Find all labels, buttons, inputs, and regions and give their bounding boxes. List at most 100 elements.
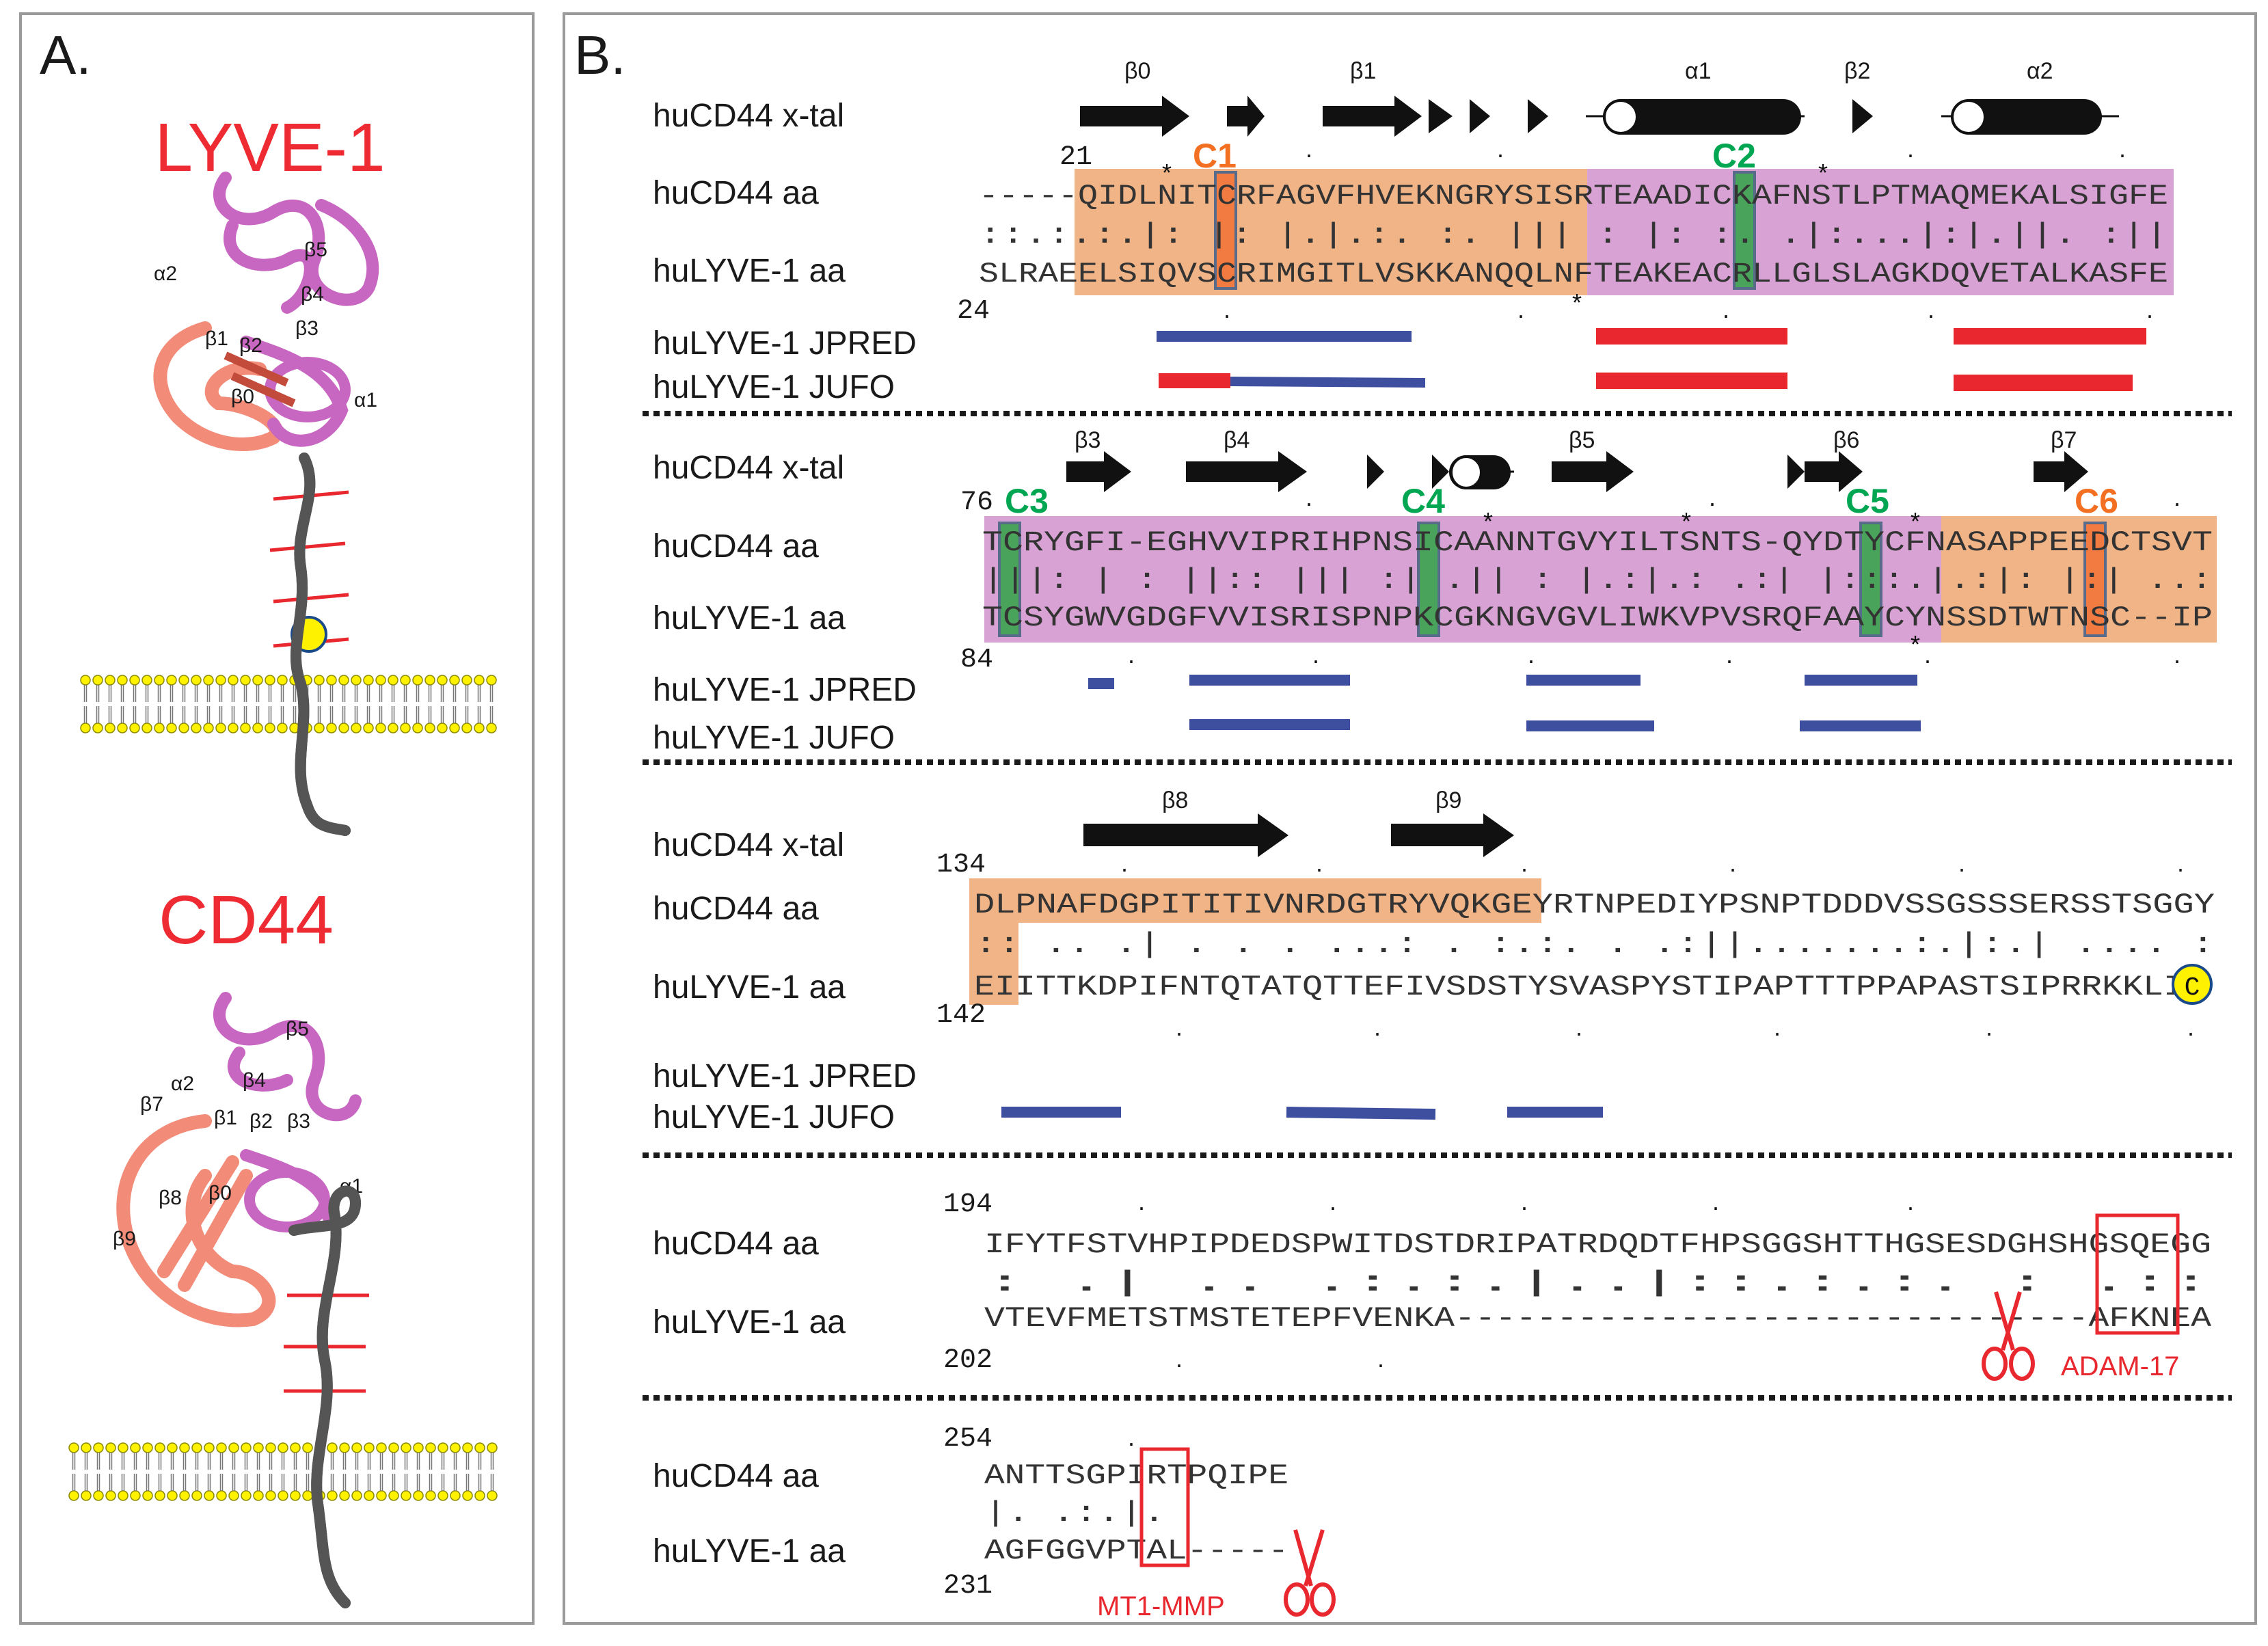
scissors-icon [1982, 1291, 2035, 1381]
lipid-head [487, 1490, 498, 1501]
svg-text:.: . [1924, 640, 1931, 669]
lipid-head [68, 1490, 79, 1501]
ss-label: β4 [1224, 427, 1250, 453]
lipid-head [437, 1490, 448, 1501]
ruler-marks: *.. *.. *.. ... [1162, 135, 2153, 323]
lipid-head [486, 723, 497, 733]
svg-text:.: . [2119, 135, 2126, 163]
helix-cap [1603, 99, 1638, 135]
ss-label: β6 [1833, 427, 1859, 453]
row-label-jufo: huLYVE-1 JUFO [653, 369, 895, 405]
svg-text:.: . [1517, 295, 1524, 323]
cd44-membrane [68, 1442, 498, 1501]
lipid-head [302, 1490, 313, 1501]
lipid-head [105, 675, 116, 686]
svg-text:.: . [1176, 1013, 1183, 1041]
lipid-head [265, 1490, 276, 1501]
cd44-ribbon-salmon [116, 1114, 276, 1327]
lipid-head [130, 1490, 141, 1501]
svg-text:.: . [2174, 483, 2181, 511]
ss-label: β1 [1350, 58, 1376, 84]
lyve1-stalk [291, 453, 351, 836]
match-line: |. .:.|. [984, 1497, 1165, 1530]
row-label-jpred: huLYVE-1 JPRED [653, 325, 917, 362]
jufo-strand [1230, 377, 1426, 388]
ss-label: β3 [1075, 427, 1101, 453]
row-label-jpred: huLYVE-1 JPRED [653, 1058, 917, 1094]
helix-a2 [1952, 99, 2102, 135]
svg-text:.: . [1907, 1187, 1914, 1215]
lipid-head [376, 1442, 387, 1453]
lipid-head [314, 675, 325, 686]
row-label-lyve: huLYVE-1 aa [653, 1533, 846, 1569]
jufo-strand [1286, 1107, 1436, 1120]
match-line: ::.:.:.|: |: |.|.:. :. ||| : |: :. .|:..… [979, 219, 2168, 252]
svg-text:*: * [1483, 507, 1493, 535]
lipid-head [203, 675, 214, 686]
svg-text:.: . [1774, 1013, 1781, 1041]
strand-arrow [1429, 99, 1453, 133]
lipid-head [413, 1490, 424, 1501]
lipid-head [80, 723, 91, 733]
cd44-ss-label: β4 [243, 1069, 266, 1092]
svg-text:.: . [2177, 849, 2184, 877]
lipid-head [240, 723, 251, 733]
row-label-jpred: huLYVE-1 JPRED [653, 672, 917, 708]
strand-arrow [1227, 96, 1265, 137]
cys-label-c4: C4 [1401, 482, 1445, 520]
row-label-lyve: huLYVE-1 aa [653, 600, 846, 636]
helix-cap [1450, 455, 1483, 489]
lipid-head [424, 675, 435, 686]
lipid-head [215, 723, 226, 733]
orange-region [1075, 169, 1587, 295]
lipid-head [388, 1490, 399, 1501]
svg-text:*: * [1911, 630, 1920, 658]
lipid-head [253, 1490, 264, 1501]
strand-arrow [1470, 99, 1490, 133]
cys-c5-box [1859, 522, 1882, 637]
cd44-ss-label: β5 [286, 1018, 309, 1040]
panel-a-frame [19, 12, 535, 1625]
svg-text:*: * [1682, 507, 1691, 535]
lyve-start-num: 84 [960, 645, 993, 675]
ruler-marks: ... .. .. [1138, 1187, 1914, 1373]
helix-cap [1951, 99, 1986, 135]
panel-a-label: A. [40, 25, 92, 85]
lipid-head [241, 1442, 252, 1453]
lipid-head [167, 1442, 178, 1453]
svg-text:*: * [1162, 159, 1172, 187]
lipid-head [252, 723, 263, 733]
purple-region [1587, 169, 2174, 295]
lipid-head [278, 1490, 288, 1501]
lipid-head [351, 723, 362, 733]
strand-arrow-b9 [1391, 813, 1514, 857]
lipid-head [117, 723, 128, 733]
lipid-head [437, 723, 448, 733]
svg-text:.: . [1128, 640, 1135, 669]
strand-arrow [1528, 99, 1548, 133]
helix-a1 [1603, 99, 1801, 135]
lyve1-ss-label: α1 [354, 389, 377, 412]
lipid-head [437, 1442, 448, 1453]
svg-text:.: . [1521, 849, 1528, 877]
cys-c2-box [1733, 171, 1756, 290]
lipid-head [203, 723, 214, 733]
strand-arrow-b6 [1805, 451, 1863, 492]
cd44-seq: -----QIDLNITCRFAGVFHVEKNGRYSISRTEAADICKA… [979, 180, 2168, 213]
cd44-stalk [288, 1185, 362, 1608]
row-label-cd44: huCD44 aa [653, 528, 819, 565]
block1: 21 24 -----QIDLNITCRFAGVFHVEKNGRYSISRTEA… [957, 58, 2174, 391]
strand-arrow-b0 [1080, 96, 1189, 137]
lipid-head [450, 1490, 461, 1501]
lyve1-ss-label: β3 [295, 317, 319, 340]
svg-text:.: . [1306, 483, 1312, 511]
lipid-head [339, 1442, 350, 1453]
lipid-head [278, 1442, 288, 1453]
lipid-head [228, 1490, 239, 1501]
svg-text:.: . [2174, 640, 2181, 669]
lipid-head [363, 723, 374, 733]
lipid-head [92, 723, 103, 733]
lipid-head [154, 1442, 165, 1453]
terminal-cys-label: C [2185, 973, 2200, 1003]
